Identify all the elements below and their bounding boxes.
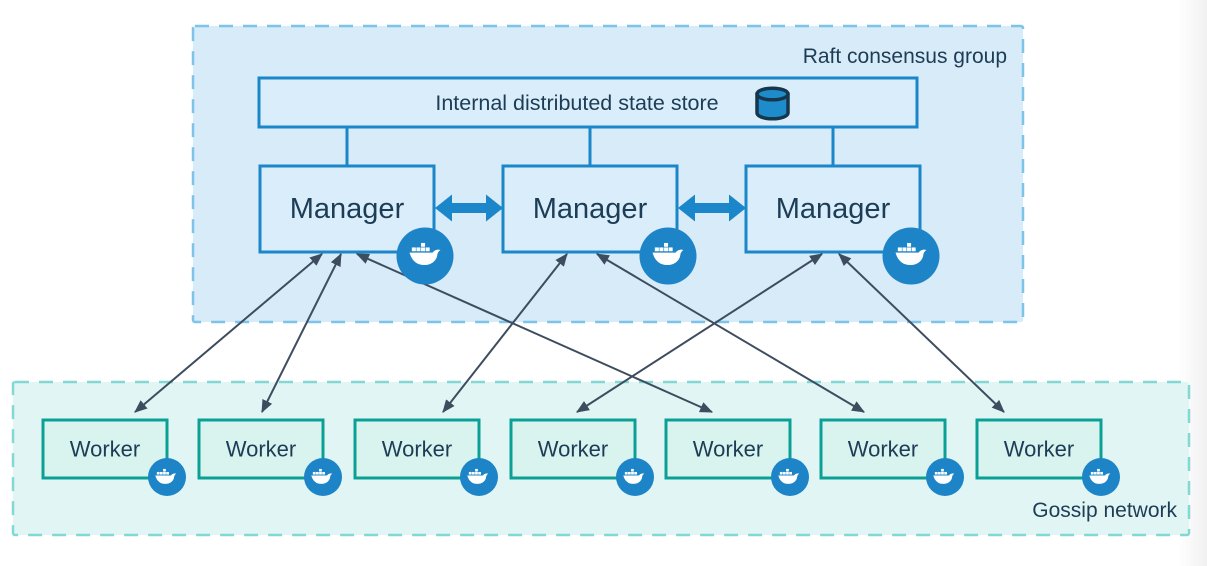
worker-3-box <box>353 418 481 480</box>
state-store-box <box>257 76 919 129</box>
worker-5-label: Worker <box>693 437 764 462</box>
worker-6-docker-badge <box>926 458 964 496</box>
worker-node-6: Worker <box>819 418 947 480</box>
state-store-label: Internal distributed state store <box>435 91 718 115</box>
manager-2-docker-badge <box>639 227 697 285</box>
worker-node-7: Worker <box>975 418 1103 480</box>
manager1-worker2-link <box>261 253 342 413</box>
manager3-worker7-link <box>838 253 1005 413</box>
gossip-network-label: Gossip network <box>1032 499 1177 522</box>
worker-node-3: Worker <box>353 418 481 480</box>
worker-1-docker-badge <box>148 458 186 496</box>
worker-node-2: Worker <box>197 418 325 480</box>
worker-2-label: Worker <box>226 437 297 462</box>
worker-1-label: Worker <box>70 437 141 462</box>
worker-2-docker-badge <box>304 458 342 496</box>
worker-5-box <box>664 418 792 480</box>
manager-1-docker-badge <box>396 227 454 285</box>
manager-3-docker-badge <box>882 227 940 285</box>
worker-7-docker-badge <box>1082 458 1120 496</box>
manager1-manager2-peer-arrow <box>435 194 503 222</box>
manager-2-label: Manager <box>533 193 648 225</box>
manager2-worker3-link <box>442 253 568 413</box>
worker-5-docker-badge <box>771 458 809 496</box>
worker-6-label: Worker <box>848 437 919 462</box>
worker-4-box <box>509 418 637 480</box>
worker-node-5: Worker <box>664 418 792 480</box>
worker-3-docker-badge <box>460 458 498 496</box>
worker-node-4: Worker <box>509 418 637 480</box>
manager-3-label: Manager <box>776 193 891 225</box>
raft-consensus-group-label: Raft consensus group <box>803 45 1007 68</box>
worker-3-label: Worker <box>382 437 453 462</box>
manager3-worker4-link <box>576 253 823 413</box>
worker-6-box <box>819 418 947 480</box>
manager-1-label: Manager <box>290 193 405 225</box>
worker-node-1: Worker <box>41 418 169 480</box>
worker-4-docker-badge <box>616 458 654 496</box>
worker-7-box <box>975 418 1103 480</box>
worker-1-box <box>41 418 169 480</box>
database-icon <box>755 86 790 121</box>
manager2-manager3-peer-arrow <box>678 194 746 222</box>
worker-2-box <box>197 418 325 480</box>
worker-4-label: Worker <box>538 437 609 462</box>
worker-7-label: Worker <box>1004 437 1075 462</box>
